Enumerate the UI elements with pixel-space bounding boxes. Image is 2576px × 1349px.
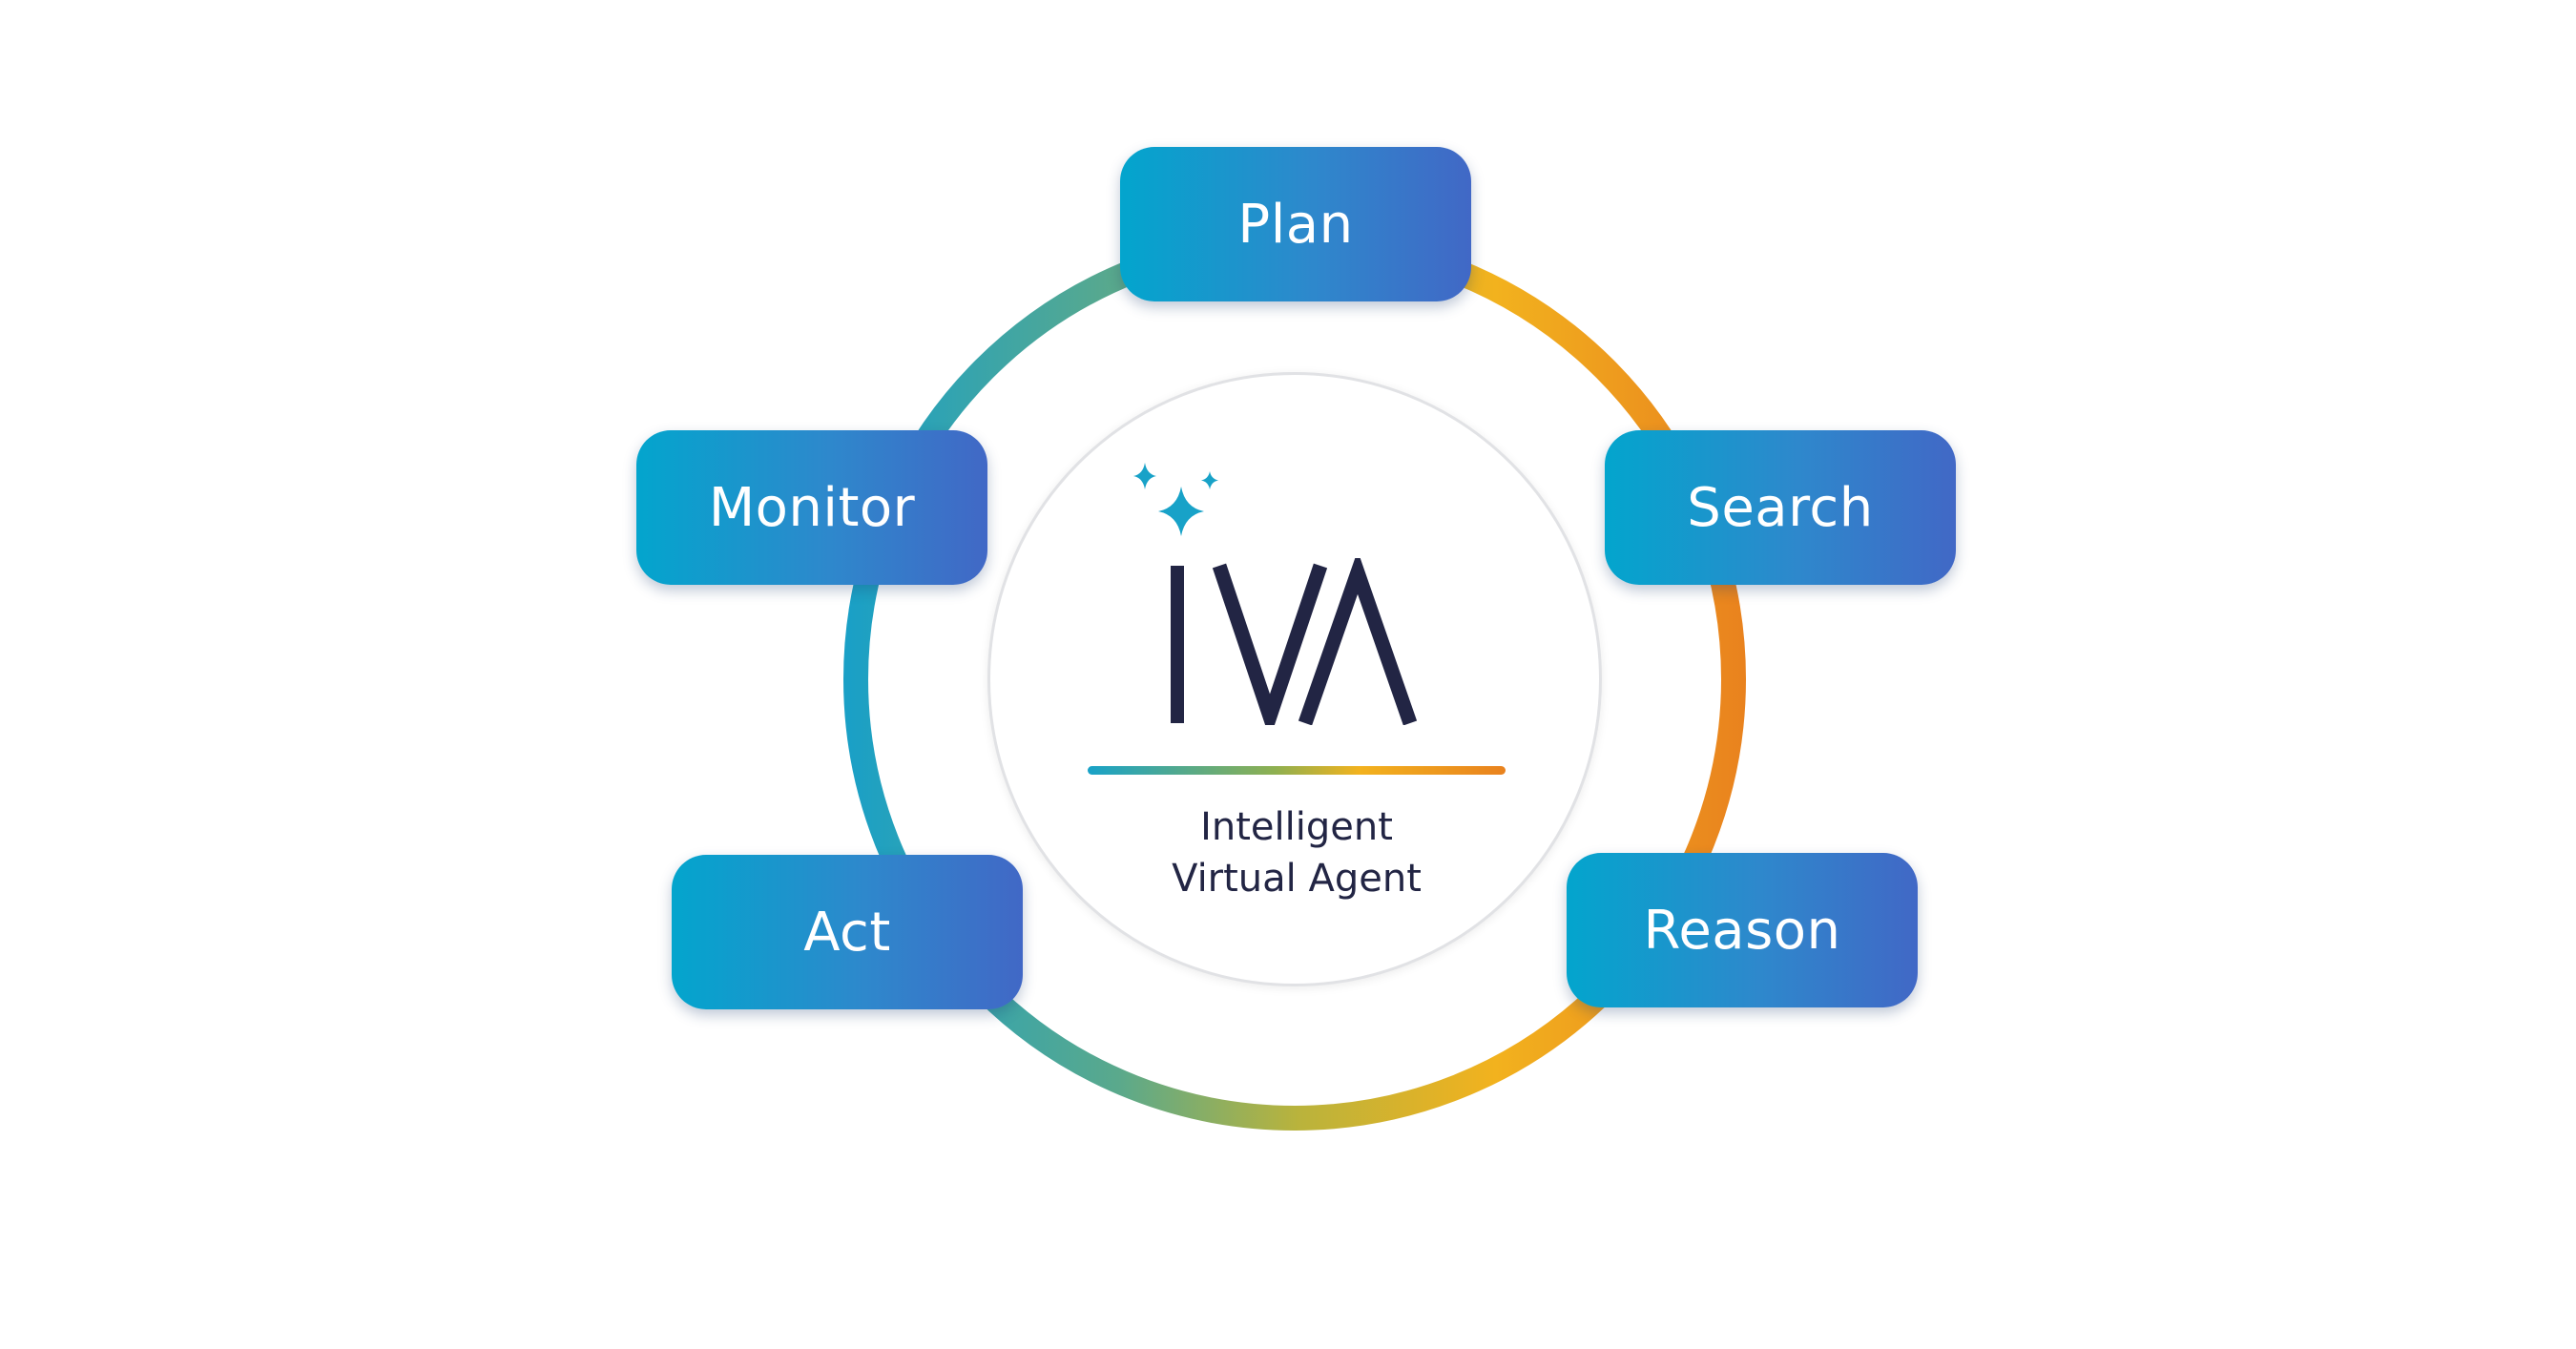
stage-act: Act (672, 855, 1023, 1009)
logo-caption: Intelligent Virtual Agent (1088, 801, 1506, 904)
logo-letter-i (1171, 566, 1184, 723)
logo-caption-line2: Virtual Agent (1172, 857, 1422, 901)
logo-caption-line1: Intelligent (1200, 805, 1393, 849)
stage-monitor: Monitor (636, 430, 987, 585)
logo-letter-v (1212, 563, 1328, 725)
stage-reason: Reason (1567, 853, 1918, 1007)
iva-logo-letters (1171, 558, 1418, 725)
sparkle-top-left (1133, 463, 1156, 489)
sparkles-icon (1133, 463, 1218, 536)
sparkle-top-right (1201, 471, 1218, 489)
logo-gradient-line (1088, 766, 1506, 775)
logo-letter-a (1298, 558, 1418, 725)
center-logo-circle (987, 372, 1602, 986)
stage-plan: Plan (1120, 147, 1471, 301)
stage-search: Search (1605, 430, 1956, 585)
sparkle-large (1158, 487, 1204, 536)
